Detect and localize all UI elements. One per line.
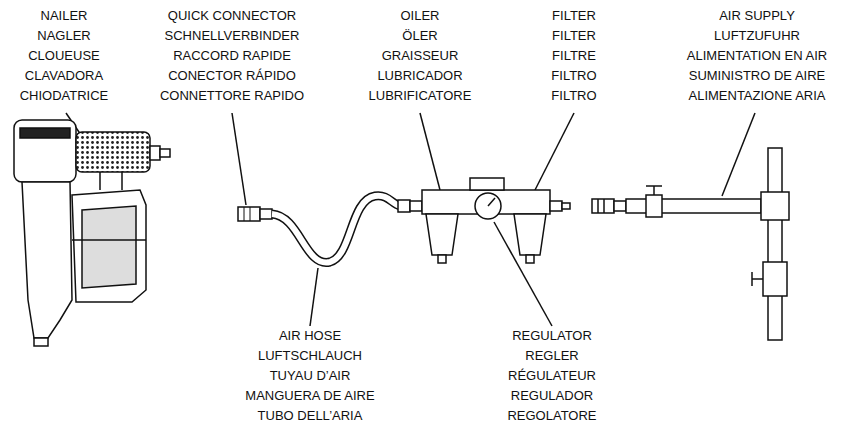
part-label: SCHNELLVERBINDER: [164, 28, 301, 44]
valve-handle: [646, 185, 662, 187]
leader-line: [535, 113, 574, 190]
part-label: LUBRICADOR: [376, 68, 463, 84]
part-label: REGULATOR: [511, 328, 593, 344]
part-label: FILTRO: [550, 68, 597, 84]
oiler-drain: [438, 255, 446, 263]
gauge-needle: [488, 198, 495, 206]
filter-bowl: [514, 214, 546, 255]
air-supply-drawing: [592, 148, 789, 340]
valve-stem: [752, 278, 763, 280]
part-label: TUBO DELL’ARIA: [257, 408, 364, 424]
part-label: LUFTZUFUHR: [713, 28, 801, 44]
leader-line: [722, 113, 755, 196]
part-label: REGLER: [524, 348, 579, 364]
part-label: MANGUERA DE AIRE: [244, 388, 375, 404]
supply-valve: [646, 195, 662, 217]
nailer-drawing: [14, 120, 170, 346]
main-pipe: [768, 148, 782, 340]
connector-ring: [244, 207, 245, 221]
part-label: CLOUEUSE: [27, 48, 101, 64]
part-label: ALIMENTATION EN AIR: [686, 48, 828, 64]
frl-fitting: [562, 203, 570, 209]
nailer-magazine-window: [82, 206, 136, 288]
nailer-fitting: [150, 146, 160, 160]
part-label: RACCORD RAPIDE: [172, 48, 292, 64]
air-hose: [272, 196, 400, 263]
connector-ring: [250, 207, 251, 221]
part-label: TUYAU D’AIR: [269, 368, 352, 384]
nailer-line: [72, 239, 146, 241]
part-label: FILTER: [551, 8, 597, 24]
part-label: LUBRIFICATORE: [368, 88, 473, 104]
part-label: CONNETTORE RAPIDO: [159, 88, 305, 104]
tee-fitting: [761, 192, 789, 220]
part-label: ÖLER: [401, 28, 438, 44]
nailer-nose: [34, 338, 48, 346]
valve-stem: [653, 186, 655, 195]
nailer-grip: [76, 132, 150, 172]
air-hose: [272, 196, 400, 263]
drain-valve: [763, 262, 787, 296]
part-label: FILTRE: [551, 48, 597, 64]
part-label: NAILER: [40, 8, 89, 24]
part-label: FILTER: [551, 28, 597, 44]
nailer-fitting: [160, 149, 170, 157]
leader-line: [420, 113, 440, 190]
part-label: RÉGULATEUR: [507, 368, 597, 384]
supply-connector: [592, 199, 614, 213]
nailer-line: [100, 172, 122, 190]
part-label: REGOLATORE: [506, 408, 597, 424]
nailer-magazine: [72, 190, 146, 302]
part-label: ALIMENTAZIONE ARIA: [687, 88, 826, 104]
part-label: NAGLER: [36, 28, 91, 44]
air-hose-drawing: [238, 196, 410, 263]
leader-line: [310, 268, 318, 326]
regulator-gauge: [475, 193, 501, 219]
frl-fitting: [410, 201, 422, 211]
part-label: CLAVADORA: [24, 68, 104, 84]
nailer-cap-band: [20, 128, 70, 138]
frl-fitting: [550, 201, 562, 211]
part-label: QUICK CONNECTOR: [167, 8, 297, 24]
hose-ferrule: [260, 209, 272, 219]
supply-fitting: [614, 201, 626, 211]
oiler-bowl: [426, 214, 458, 255]
leader-lines: [66, 113, 755, 326]
part-label: AIR SUPPLY: [718, 8, 796, 24]
part-label: FILTRO: [550, 88, 597, 104]
filter-drain: [526, 255, 534, 263]
part-label: OILER: [399, 8, 440, 24]
part-label: LUFTSCHLAUCH: [257, 348, 363, 364]
connector-ring: [603, 199, 605, 213]
connector-ring: [597, 199, 599, 213]
part-label: SUMINISTRO DE AIRE: [688, 68, 827, 84]
frl-unit-drawing: [410, 178, 570, 263]
quick-connector: [238, 207, 260, 221]
nailer-cap: [14, 120, 76, 182]
leader-line: [232, 113, 246, 205]
part-label: GRAISSEUR: [381, 48, 460, 64]
part-label: CONECTOR RÁPIDO: [167, 68, 297, 84]
regulator-knob: [470, 178, 504, 190]
part-label: CHIODATRICE: [19, 88, 110, 104]
valve-handle: [751, 272, 753, 286]
part-label: REGULADOR: [510, 388, 594, 404]
part-label: AIR HOSE: [278, 328, 342, 344]
nailer-body: [22, 182, 72, 338]
hose-ferrule: [398, 200, 410, 212]
